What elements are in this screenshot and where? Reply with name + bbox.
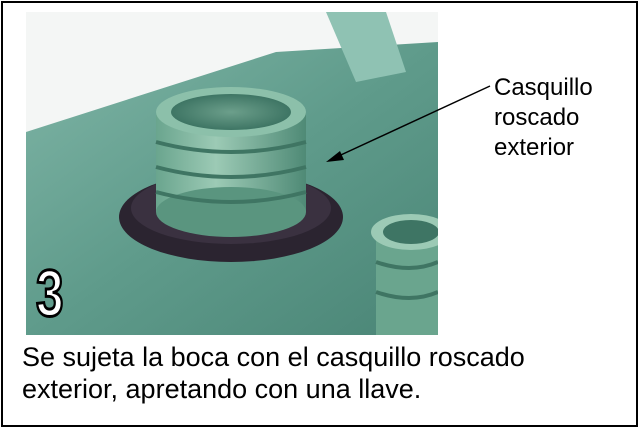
callout-line-3: exterior — [494, 134, 575, 161]
photo-illustration — [26, 12, 438, 335]
callout-line-2: roscado — [494, 104, 580, 131]
callout-label: Casquillo roscado exterior — [494, 73, 634, 163]
figure-frame: 3 Casquillo roscado exterior Se sujeta l… — [1, 1, 638, 427]
caption-line-1: Se sujeta la boca con el casquillo rosca… — [22, 342, 525, 372]
photo-tank-fitting: 3 — [26, 12, 438, 335]
caption-line-2: exterior, apretando con una llave. — [22, 374, 422, 404]
step-number: 3 — [35, 256, 65, 330]
caption: Se sujeta la boca con el casquillo rosca… — [22, 341, 632, 405]
callout-line-1: Casquillo — [494, 74, 593, 101]
